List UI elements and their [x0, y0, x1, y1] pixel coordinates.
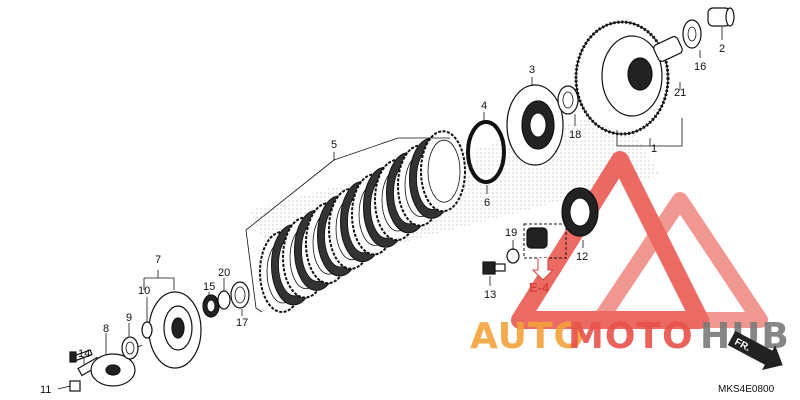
callout-12: 12 — [576, 251, 588, 263]
part-16-washer — [682, 19, 702, 49]
reference-arrow — [531, 258, 555, 281]
front-direction-arrow: FR. — [727, 330, 783, 370]
triangle-logo — [511, 151, 768, 329]
part-3-clutch-center — [506, 84, 564, 166]
part-20-washer — [217, 290, 231, 310]
callout-8: 8 — [103, 323, 109, 335]
leader-lines — [57, 27, 723, 390]
part-8-lifter-plate — [90, 353, 136, 387]
watermark-moto: MOTO — [568, 316, 694, 357]
callout-4: 4 — [481, 100, 487, 112]
diagram-code: MKS4E0800 — [718, 384, 775, 395]
callout-10: 10 — [138, 285, 150, 297]
callout-19: 19 — [505, 227, 517, 239]
part-10-washer — [141, 321, 153, 339]
callout-7: 7 — [155, 254, 161, 266]
part-5-clutch-disc-stack — [259, 130, 466, 313]
callout-9: 9 — [126, 312, 132, 324]
callout-14: 14 — [78, 348, 90, 360]
part-7-pressure-plate — [148, 291, 202, 369]
callout-1: 1 — [651, 143, 657, 155]
callout-16: 16 — [694, 61, 706, 73]
part-12-drive-gear — [561, 187, 599, 237]
part-9-spring — [121, 336, 143, 360]
callout-15: 15 — [203, 281, 215, 293]
callout-20: 20 — [218, 267, 230, 279]
part-1-clutch-outer — [574, 20, 670, 136]
callout-18: 18 — [569, 129, 581, 141]
watermark-auto: AUTO — [470, 316, 585, 357]
part-2-bushing — [707, 7, 735, 27]
callout-13: 13 — [484, 289, 496, 301]
part-17-washer — [230, 281, 250, 309]
callout-2: 2 — [719, 43, 725, 55]
callout-11: 11 — [40, 384, 51, 396]
callout-6: 6 — [484, 197, 490, 209]
part-21-needle-bearing — [653, 36, 683, 62]
callout-5: 5 — [331, 139, 337, 151]
callout-21: 21 — [674, 87, 686, 99]
reference-label: E-4 — [529, 280, 550, 295]
watermark: AUTO MOTO HUB — [470, 316, 789, 357]
callout-labels: 1 2 3 4 5 6 7 8 9 10 11 12 13 14 15 16 1… — [40, 43, 725, 396]
part-18-washer — [557, 85, 579, 115]
part-15-nut — [202, 294, 220, 318]
callout-17: 17 — [236, 317, 248, 329]
part-14-screw — [69, 349, 93, 363]
part-13-bolt — [482, 261, 506, 275]
part-4-judder-spring — [466, 120, 506, 184]
clutch-disc-inner — [427, 139, 461, 203]
part-19-collar — [506, 227, 548, 264]
callout-3: 3 — [529, 64, 535, 76]
